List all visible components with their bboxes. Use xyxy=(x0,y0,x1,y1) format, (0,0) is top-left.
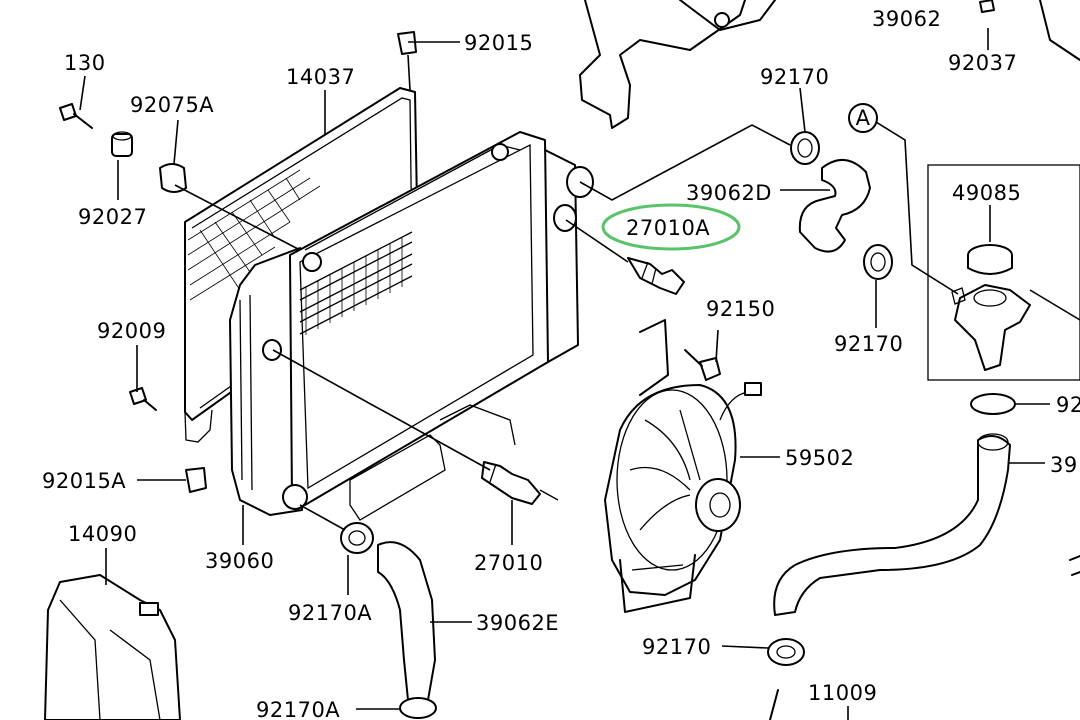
label-92-cut: 92 xyxy=(1056,393,1080,417)
label-11009: 11009 xyxy=(808,681,877,705)
label-92170-mid: 92170 xyxy=(834,332,903,356)
top-bracket xyxy=(579,0,1080,129)
label-92027: 92027 xyxy=(78,205,147,229)
sensor-27010A xyxy=(627,257,685,295)
label-92009: 92009 xyxy=(97,319,166,343)
grommet-92075A xyxy=(159,163,187,193)
hose-39062D xyxy=(798,159,871,253)
label-14037: 14037 xyxy=(286,65,355,89)
leader-lines xyxy=(79,28,1080,720)
label-39062: 39062 xyxy=(872,7,941,31)
reference-circle-a xyxy=(848,103,878,133)
shroud-14090 xyxy=(44,574,181,720)
label-39060: 39060 xyxy=(205,549,274,573)
clamp-92170-top xyxy=(790,131,820,165)
clamp-92170-bottom xyxy=(767,638,805,666)
label-39062D: 39062D xyxy=(686,181,772,205)
label-39062E: 39062E xyxy=(476,611,559,635)
reference-label-a: A xyxy=(856,106,871,130)
label-14090: 14090 xyxy=(68,522,137,546)
hose-lower-right xyxy=(773,433,1011,616)
label-59502: 59502 xyxy=(785,446,854,470)
label-130: 130 xyxy=(64,51,106,75)
label-92170-bottom: 92170 xyxy=(642,635,711,659)
bolt-92009 xyxy=(129,387,157,411)
bolt-130 xyxy=(59,103,93,129)
clip-92015A xyxy=(185,467,207,493)
cap-box xyxy=(927,164,1080,381)
label-92037: 92037 xyxy=(948,51,1017,75)
sensor-27010 xyxy=(481,461,559,505)
label-92075A: 92075A xyxy=(130,93,214,117)
collar-92027 xyxy=(111,131,133,157)
label-92150: 92150 xyxy=(706,297,775,321)
bolt-92150 xyxy=(684,349,721,381)
clamp-92170A-upper xyxy=(340,522,374,554)
part-labels: 130 92015 14037 92075A 92027 92009 92015… xyxy=(42,7,1080,720)
clamp-92170A-lower xyxy=(399,697,437,719)
label-92015A: 92015A xyxy=(42,469,126,493)
clamp-92170-mid xyxy=(863,244,893,280)
right-edge-part xyxy=(1069,555,1080,576)
fan-assembly-59502 xyxy=(604,319,762,613)
radiator-39060 xyxy=(229,131,594,521)
label-27010: 27010 xyxy=(474,551,543,575)
label-49085: 49085 xyxy=(952,181,1021,205)
label-92170-top: 92170 xyxy=(760,65,829,89)
hose-39062E xyxy=(377,541,436,701)
highlight-ring-27010A xyxy=(601,203,741,251)
label-92170A-lower: 92170A xyxy=(256,698,340,720)
bolt-92037 xyxy=(979,0,995,13)
label-27010A: 27010A xyxy=(626,216,710,240)
label-92015: 92015 xyxy=(464,31,533,55)
clamp-right xyxy=(970,393,1016,415)
label-92170A-upper: 92170A xyxy=(288,601,372,625)
label-39-cut: 39 xyxy=(1050,453,1078,477)
hose-bottom-edge xyxy=(769,689,779,720)
clip-92015 xyxy=(397,31,417,55)
